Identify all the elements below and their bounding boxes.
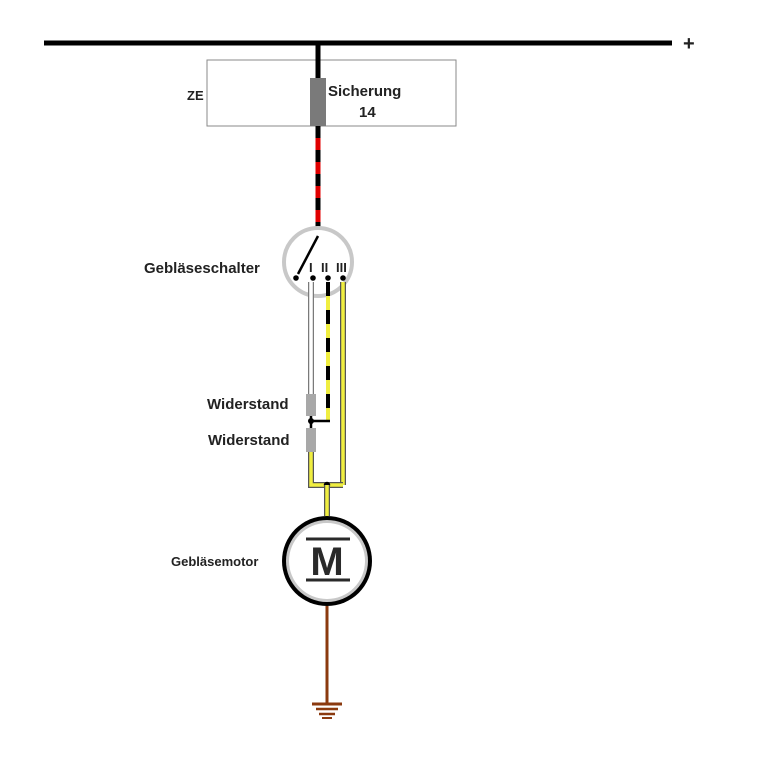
fuse-body bbox=[310, 78, 326, 126]
resistor-1 bbox=[306, 394, 316, 416]
blower-switch: I II III bbox=[282, 226, 354, 298]
central-unit-box bbox=[206, 59, 457, 127]
motor-label: Gebläsemotor bbox=[171, 554, 258, 569]
resistor-2 bbox=[306, 428, 316, 452]
resistor-2-label: Widerstand bbox=[208, 432, 290, 449]
ground-symbol-icon bbox=[312, 702, 342, 719]
motor-symbol-icon: M bbox=[310, 540, 343, 584]
switch-housing-ring bbox=[282, 226, 354, 298]
resistor-1-label: Widerstand bbox=[207, 396, 289, 413]
switch-terminal-0 bbox=[293, 275, 299, 281]
yellow-black-wire bbox=[311, 282, 330, 423]
switch-terminal-2 bbox=[325, 275, 331, 281]
central-unit-label: ZE bbox=[187, 88, 204, 103]
positive-terminal-sign: + bbox=[683, 33, 695, 55]
switch-terminal-1 bbox=[310, 275, 316, 281]
yellow-wire-resistor bbox=[308, 452, 343, 488]
switch-label: Gebläseschalter bbox=[144, 260, 260, 277]
fuse-name: Sicherung bbox=[328, 83, 401, 100]
fuse-number: 14 bbox=[359, 104, 376, 121]
switch-position-3: III bbox=[336, 260, 347, 275]
switch-contact-icon bbox=[296, 235, 320, 275]
blower-motor: M bbox=[282, 516, 372, 606]
switch-position-1: I bbox=[309, 260, 313, 275]
resistor-junction-dot bbox=[308, 418, 314, 424]
switch-position-2: II bbox=[321, 260, 328, 275]
switch-terminal-3 bbox=[340, 275, 346, 281]
